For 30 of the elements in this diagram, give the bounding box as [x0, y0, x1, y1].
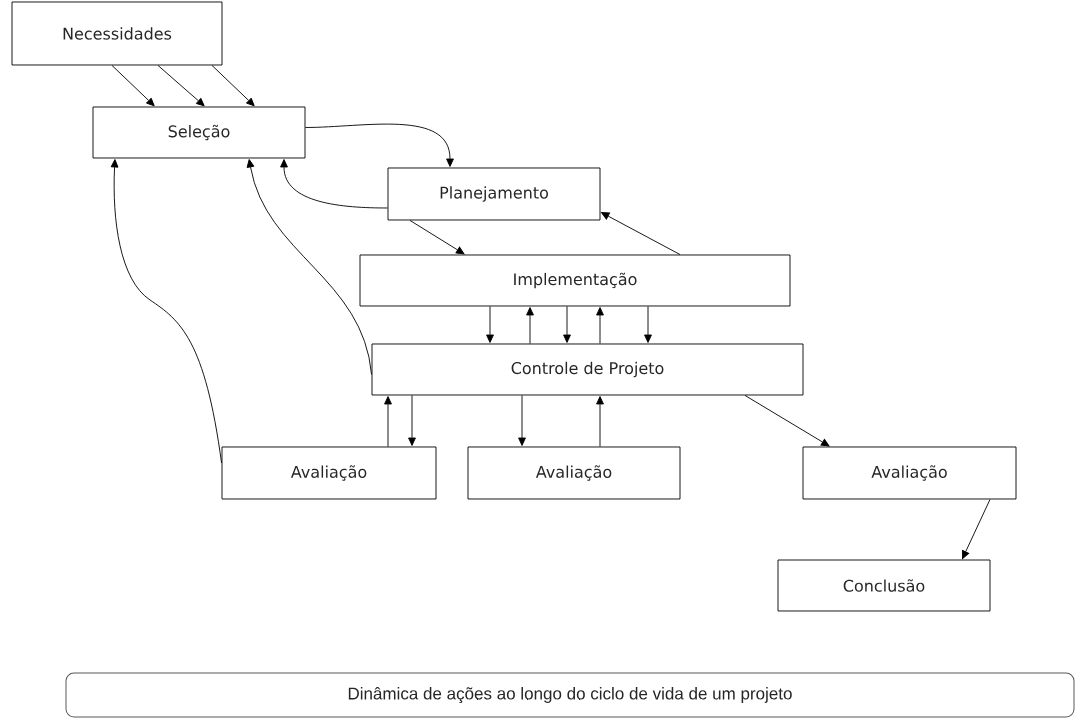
arrow	[644, 306, 652, 343]
arrow	[744, 395, 830, 447]
process-box: Controle de Projeto	[371, 343, 804, 396]
arrow	[596, 396, 604, 447]
arrow	[962, 499, 991, 559]
process-box: Avaliação	[467, 446, 681, 500]
process-box: Seleção	[92, 106, 306, 159]
arrow	[211, 65, 255, 107]
arrow	[518, 395, 526, 446]
arrow	[305, 123, 454, 167]
arrow	[563, 306, 571, 343]
arrow	[526, 307, 534, 344]
process-box: Conclusão	[777, 559, 991, 612]
process-box: Avaliação	[802, 446, 1017, 500]
caption-box: Dinâmica de ações ao longo do ciclo de vida de um projeto	[65, 672, 1075, 718]
process-box: Necessidades	[11, 1, 223, 66]
process-box: Avaliação	[221, 446, 437, 500]
arrow	[596, 307, 604, 344]
process-box: Planejamento	[387, 167, 601, 221]
arrow	[384, 396, 392, 447]
arrow	[157, 65, 205, 107]
arrow	[110, 159, 222, 464]
arrow	[408, 395, 416, 446]
process-box: Implementação	[359, 254, 791, 307]
arrow	[600, 212, 681, 255]
arrow	[409, 220, 465, 255]
arrow	[486, 306, 494, 343]
arrow	[280, 159, 388, 209]
arrow	[111, 65, 155, 107]
arrow	[246, 159, 372, 375]
